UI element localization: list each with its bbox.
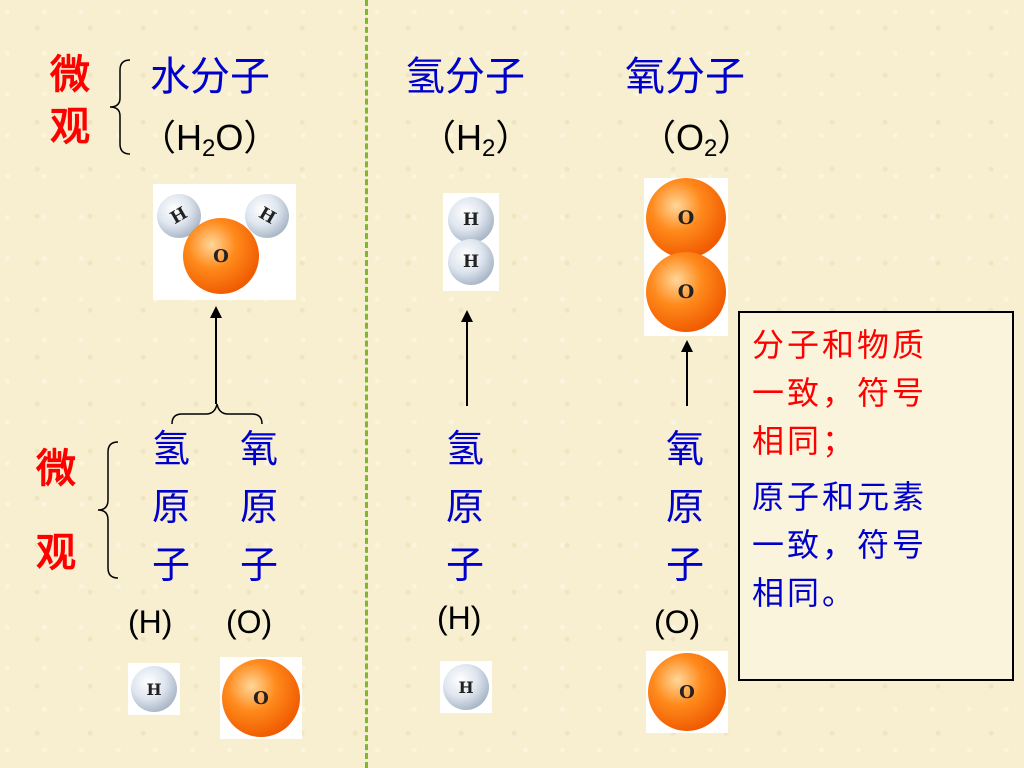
water-formula: （H2O） — [140, 117, 280, 163]
note-red-line-3: 相同； — [752, 422, 858, 460]
bottom-brace — [96, 440, 120, 580]
water-arrow-line — [215, 316, 217, 404]
top-label-guan: 观 — [50, 104, 90, 150]
top-label-wei: 微 — [50, 52, 90, 98]
water-oxygen-atom-name: 氧原子 — [239, 427, 278, 587]
summary-note-box: 分子和物质 一致，符号 相同； 原子和元素 一致，符号 相同。 — [738, 311, 1014, 681]
oxygen-molecule-model: O O — [644, 178, 728, 336]
note-blue-line-3: 相同。 — [752, 574, 858, 612]
single-hydrogen-atom-1: H — [131, 666, 177, 712]
hydrogen-molecule-atom-bottom: H — [448, 239, 494, 285]
hydrogen-molecule-atom-top: H — [448, 197, 494, 243]
single-oxygen-atom-2: O — [648, 653, 726, 731]
single-hydrogen-model-1: H — [128, 663, 180, 715]
water-hydrogen-atom-name: 氢原子 — [151, 427, 190, 587]
water-molecule-model: H H O — [153, 184, 296, 300]
oxygen-molecule-atom-bottom: O — [646, 252, 726, 332]
oxygen-molecule-atom-top: O — [646, 178, 726, 258]
single-hydrogen-model-2: H — [440, 661, 492, 713]
note-blue-line-2: 一致，符号 — [752, 526, 928, 564]
hydrogen-symbol: (H) — [437, 600, 482, 636]
oxygen-arrow-head — [681, 340, 693, 352]
water-atoms-brace — [170, 402, 264, 426]
water-hydrogen-atom-right: H — [245, 194, 289, 238]
hydrogen-molecule-model: H H — [443, 193, 499, 291]
section-divider — [365, 0, 368, 768]
water-oxygen-symbol: (O) — [226, 604, 273, 640]
note-blue-line-1: 原子和元素 — [752, 478, 928, 516]
hydrogen-arrow-line — [466, 320, 468, 406]
note-red-line-2: 一致，符号 — [752, 374, 928, 412]
water-arrow-head — [210, 306, 222, 318]
single-oxygen-model-2: O — [646, 651, 728, 733]
bottom-label-wei: 微 — [36, 446, 76, 492]
water-molecule-name: 水分子 — [150, 54, 270, 100]
bottom-label-guan: 观 — [36, 530, 76, 576]
hydrogen-arrow-head — [461, 310, 473, 322]
oxygen-atom-name: 氧原子 — [665, 427, 704, 587]
single-oxygen-model-1: O — [220, 657, 302, 739]
oxygen-arrow-line — [686, 350, 688, 406]
hydrogen-atom-name: 氢原子 — [445, 427, 484, 587]
oxygen-molecule-name: 氧分子 — [625, 54, 745, 100]
hydrogen-formula: （H2） — [420, 117, 532, 163]
top-brace — [108, 58, 132, 156]
single-oxygen-atom-1: O — [222, 659, 300, 737]
water-oxygen-atom: O — [183, 218, 259, 294]
oxygen-symbol: (O) — [654, 604, 701, 640]
water-hydrogen-symbol: (H) — [128, 604, 173, 640]
single-hydrogen-atom-2: H — [443, 664, 489, 710]
note-red-line-1: 分子和物质 — [752, 326, 928, 364]
hydrogen-molecule-name: 氢分子 — [405, 54, 525, 100]
oxygen-formula: （O2） — [640, 117, 754, 163]
